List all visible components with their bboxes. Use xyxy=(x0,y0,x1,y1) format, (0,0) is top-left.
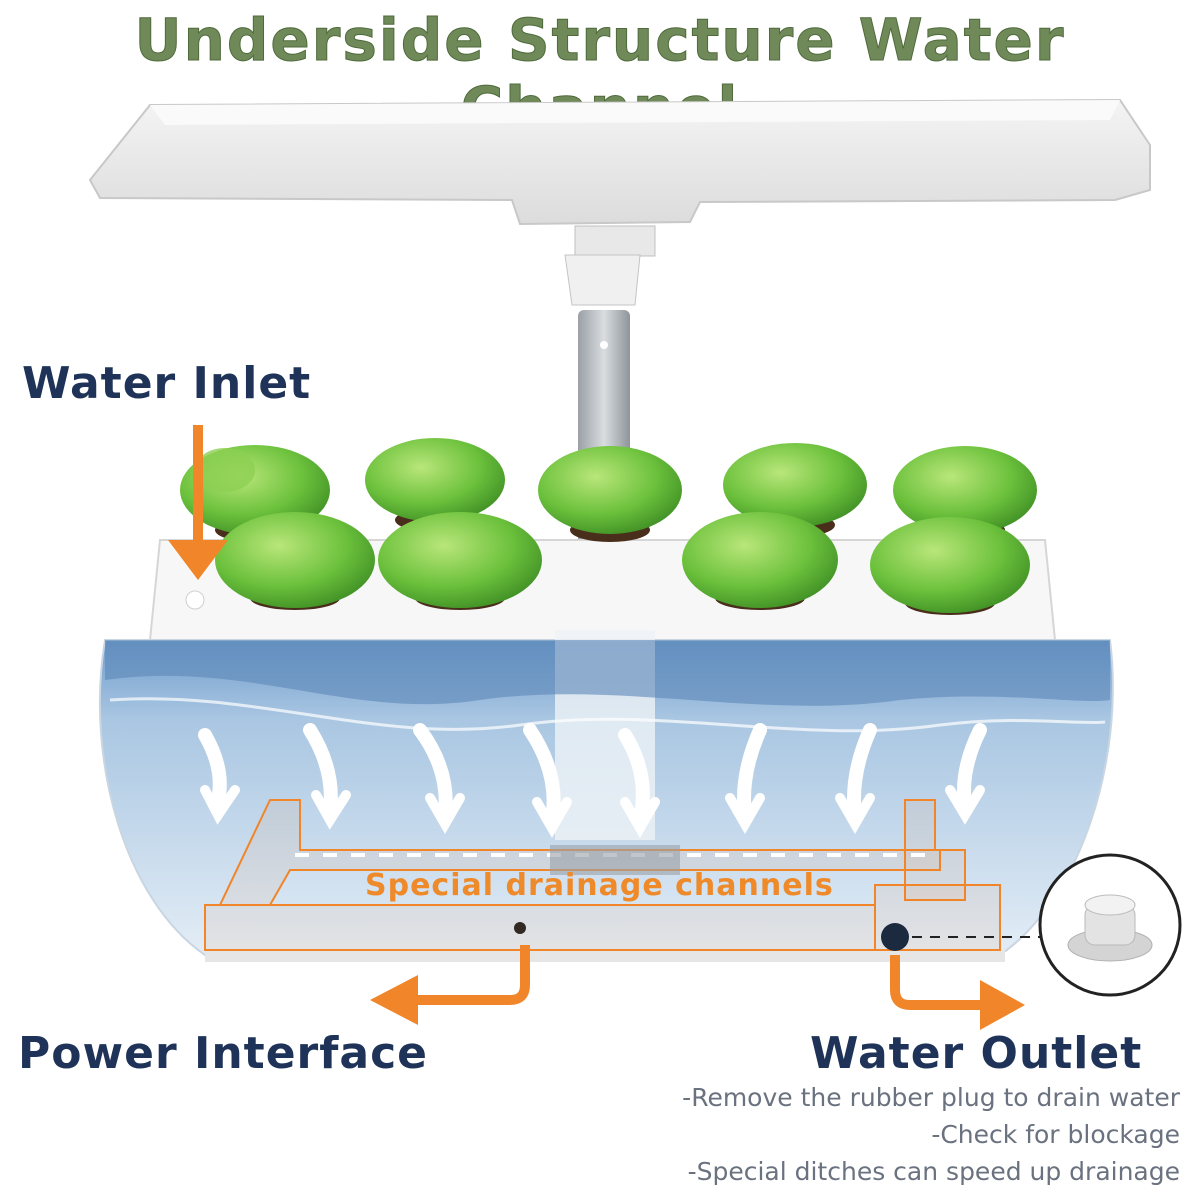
water-outlet-hole xyxy=(881,923,909,951)
water-inlet-hole xyxy=(185,590,205,610)
water-outlet-label: Water Outlet xyxy=(810,1028,1143,1079)
lettuce-plant-icon xyxy=(180,438,1037,615)
note-special-ditches: -Special ditches can speed up drainage xyxy=(687,1157,1180,1186)
rubber-plug-icon xyxy=(1038,853,1182,997)
note-check-blockage: -Check for blockage xyxy=(931,1120,1180,1149)
water-inlet-label: Water Inlet xyxy=(22,358,312,409)
water-flow-arrow-icon xyxy=(198,723,987,839)
power-arrow-icon xyxy=(370,945,530,1025)
note-remove-plug: -Remove the rubber plug to drain water xyxy=(682,1083,1180,1112)
power-interface-label: Power Interface xyxy=(18,1028,429,1079)
device-label-plate xyxy=(550,845,680,875)
drainage-channels-label: Special drainage channels xyxy=(365,868,834,903)
inlet-arrow-icon xyxy=(168,425,228,580)
outlet-arrow-icon xyxy=(890,955,1025,1030)
